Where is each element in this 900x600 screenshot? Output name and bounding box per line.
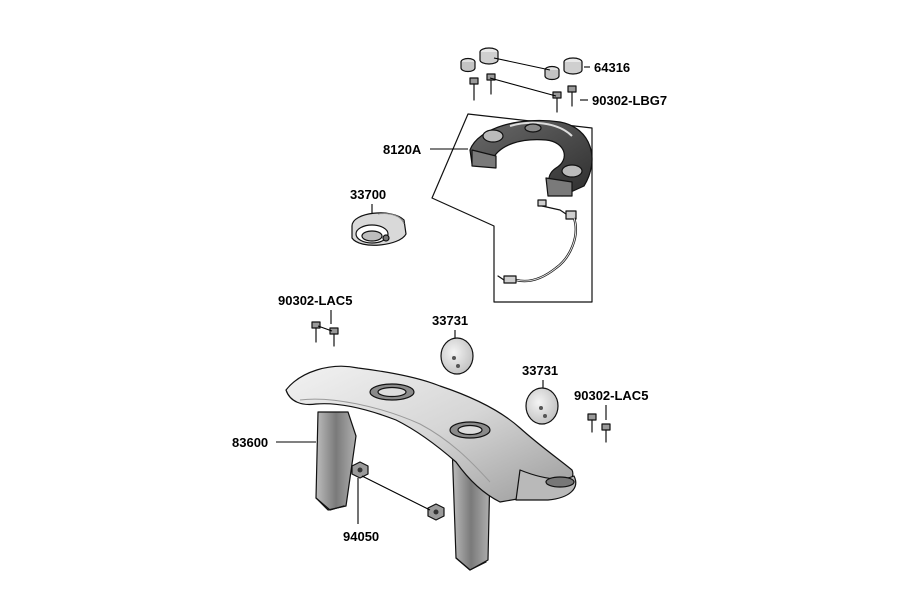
carrier-cover-group[interactable]: 83600 [232, 365, 577, 571]
bolt-group-lac5-right[interactable]: 90302-LAC5 [574, 388, 648, 443]
nut-icon [351, 461, 369, 479]
wiring-harness-icon [497, 199, 577, 284]
cover-cap-group-right[interactable]: 33731 [522, 363, 559, 425]
leader-line [317, 325, 333, 332]
label-94050[interactable]: 94050 [343, 529, 379, 544]
bolt-icon [329, 327, 339, 347]
rubber-spacer-icon [460, 57, 476, 73]
bolt-icon [469, 77, 479, 101]
assembly-boundary [431, 113, 593, 303]
label-90302-lac5-left[interactable]: 90302-LAC5 [278, 293, 352, 308]
leader-line [361, 475, 431, 511]
leader-line [489, 77, 557, 97]
label-90302-lac5-right[interactable]: 90302-LAC5 [574, 388, 648, 403]
label-33700[interactable]: 33700 [350, 187, 386, 202]
bolt-icon [601, 423, 611, 443]
bolt-group-lbg7[interactable]: 90302-LBG7 [469, 73, 667, 113]
rubber-spacer-group[interactable]: 64316 [460, 47, 630, 81]
holder-group-33700[interactable]: 33700 [350, 187, 407, 246]
bolt-icon [587, 413, 597, 433]
rack-icon [469, 119, 593, 197]
rubber-spacer-icon [479, 47, 499, 65]
cover-cap-icon [525, 387, 559, 425]
rubber-spacer-icon [544, 65, 560, 81]
holder-icon [351, 212, 407, 246]
leader-line [493, 57, 551, 71]
bolt-group-lac5-left[interactable]: 90302-LAC5 [278, 293, 352, 347]
rubber-spacer-icon [563, 57, 583, 75]
carrier-cover-icon [285, 365, 577, 571]
bolt-icon [311, 321, 321, 343]
label-33731-right[interactable]: 33731 [522, 363, 558, 378]
nut-group-94050[interactable]: 94050 [343, 461, 445, 544]
label-33731-left[interactable]: 33731 [432, 313, 468, 328]
cover-cap-group-left[interactable]: 33731 [432, 313, 474, 375]
cover-cap-icon [440, 337, 474, 375]
bolt-icon [567, 85, 577, 107]
label-90302-lbg7[interactable]: 90302-LBG7 [592, 93, 667, 108]
label-64316[interactable]: 64316 [594, 60, 630, 75]
bolt-icon [552, 91, 562, 113]
label-8120a[interactable]: 8120A [383, 142, 422, 157]
bolt-icon [486, 73, 496, 95]
rear-rack-assembly[interactable]: 8120A [383, 113, 593, 303]
label-83600[interactable]: 83600 [232, 435, 268, 450]
nut-icon [427, 503, 445, 521]
